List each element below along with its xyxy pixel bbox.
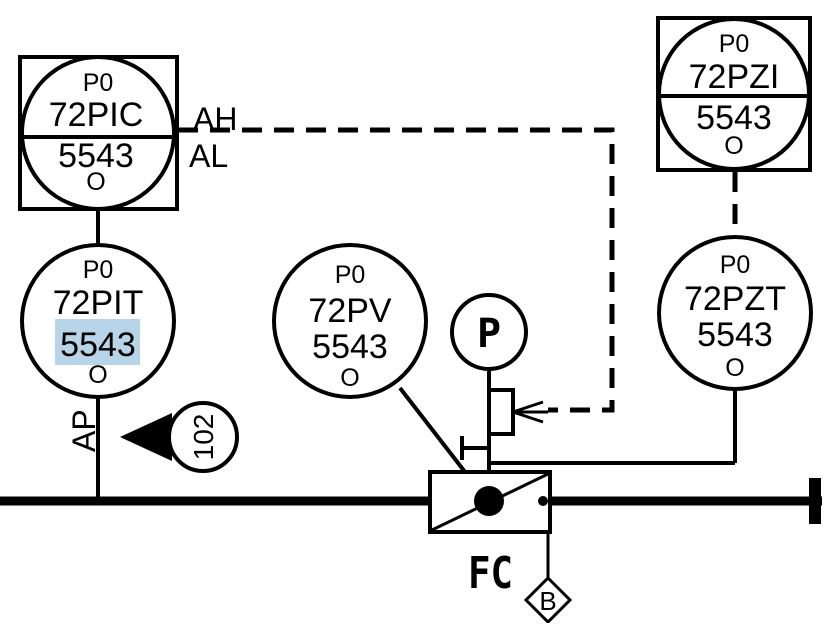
- pit-tag: 72PIT: [53, 284, 144, 322]
- pic-loop: 5543: [58, 137, 134, 175]
- instrument-72pic[interactable]: P0 72PIC 5543 O: [18, 55, 179, 211]
- instrument-72pzt[interactable]: P0 72PZT 5543 O: [657, 235, 813, 391]
- connection-lines: [96, 210, 737, 578]
- pit-prefix: P0: [83, 256, 114, 284]
- pit-suffix: O: [88, 361, 107, 389]
- process-pipe: [0, 478, 822, 524]
- pzi-tag: 72PZI: [689, 58, 780, 96]
- diamond-b: B: [523, 575, 573, 625]
- instrument-72pv[interactable]: P0 72PV 5543 O: [272, 243, 428, 399]
- signal-line: [178, 127, 615, 413]
- alarm-low-label: AL: [189, 138, 228, 174]
- pic-tag: 72PIC: [49, 96, 144, 134]
- pit-loop: 5543: [60, 326, 136, 364]
- alarm-high-label: AH: [193, 101, 237, 137]
- flag-label: 102: [188, 414, 219, 461]
- instrument-72pzi[interactable]: P0 72PZI 5543 O: [656, 16, 812, 172]
- line-label: AP: [66, 409, 102, 452]
- pzt-tag: 72PZT: [684, 280, 786, 318]
- pv-tag: 72PV: [308, 292, 391, 330]
- pzt-suffix: O: [725, 354, 744, 382]
- pv-prefix: P0: [335, 261, 366, 289]
- diamond-label: B: [539, 586, 556, 616]
- ip-converter: [487, 388, 548, 436]
- instrument-72pit[interactable]: P0 72PIT 5543 O: [20, 243, 176, 399]
- pzt-loop: 5543: [697, 316, 773, 354]
- actuator-p[interactable]: P: [450, 293, 528, 371]
- pzi-loop: 5543: [696, 99, 772, 137]
- pv-loop: 5543: [312, 328, 388, 366]
- fail-closed-label: FC: [468, 547, 513, 599]
- pv-suffix: O: [340, 364, 359, 392]
- pic-prefix: P0: [83, 69, 114, 97]
- pic-suffix: O: [86, 168, 105, 196]
- actuator-label: P: [477, 311, 501, 357]
- pzt-prefix: P0: [720, 251, 751, 279]
- flag-102: 102: [120, 401, 239, 473]
- selection-highlight: [55, 319, 140, 365]
- pzi-suffix: O: [724, 132, 743, 160]
- pzi-prefix: P0: [719, 30, 750, 58]
- control-valve[interactable]: [428, 470, 552, 534]
